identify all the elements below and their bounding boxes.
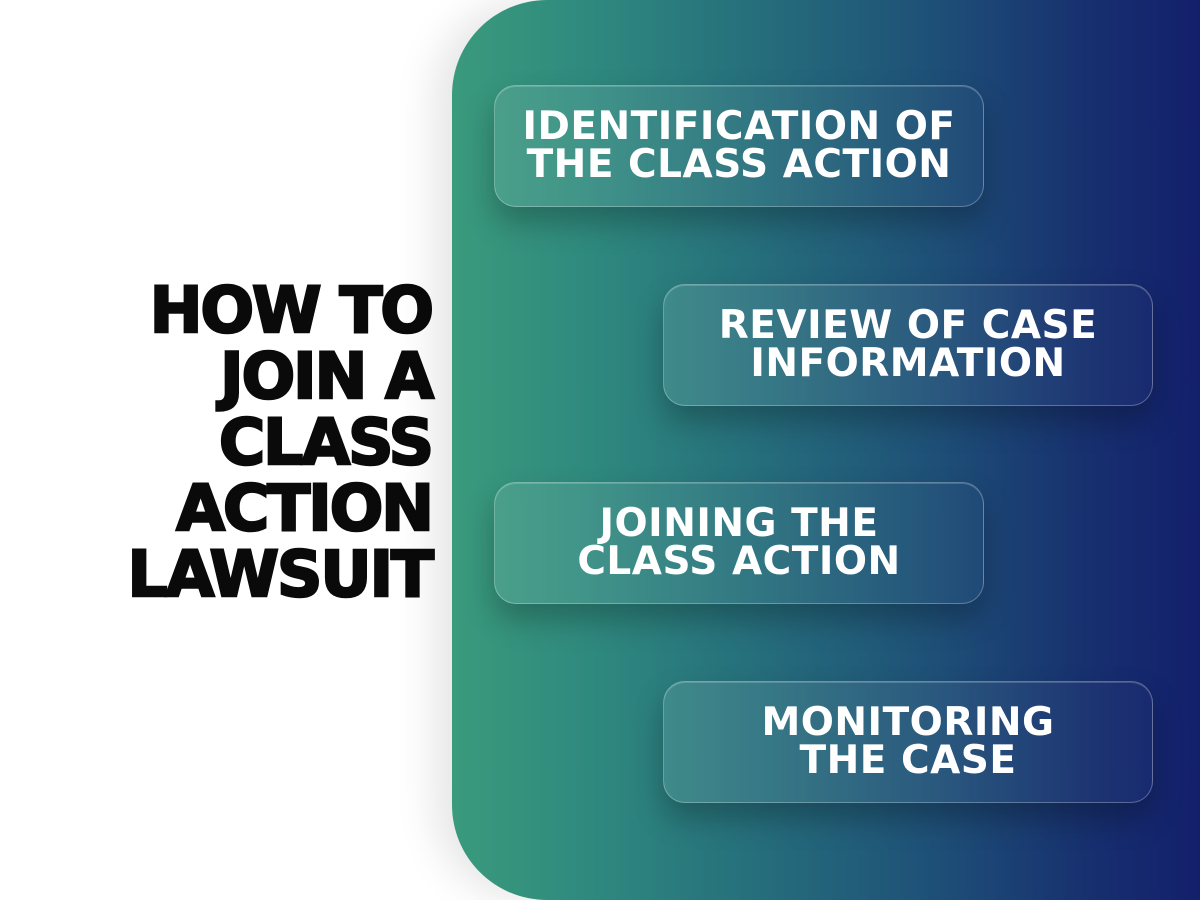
step-label-line: INFORMATION (750, 341, 1066, 386)
step-label: MONITORING THE CASE (761, 700, 1055, 783)
step-card-joining: JOINING THE CLASS ACTION (494, 482, 984, 604)
headline-line: CLASS (218, 406, 436, 479)
step-label: IDENTIFICATION OF THE CLASS ACTION (522, 104, 956, 187)
step-card-review: REVIEW OF CASE INFORMATION (663, 284, 1153, 406)
step-label-line: MONITORING (761, 700, 1055, 745)
step-label-line: REVIEW OF CASE (718, 303, 1098, 348)
step-label: JOINING THE CLASS ACTION (577, 501, 901, 584)
step-label-line: THE CASE (799, 738, 1017, 783)
headline-line: LAWSUIT (126, 538, 435, 611)
step-label-line: JOINING THE (599, 501, 879, 546)
headline-line: HOW TO (149, 274, 436, 347)
step-label: REVIEW OF CASE INFORMATION (718, 303, 1098, 386)
step-card-monitoring: MONITORING THE CASE (663, 681, 1153, 803)
headline-title: HOW TO JOIN A CLASS ACTION LAWSUIT (20, 274, 436, 611)
gradient-panel (452, 0, 1200, 900)
step-label-line: CLASS ACTION (577, 539, 901, 584)
headline-line: ACTION (175, 472, 435, 545)
step-card-identification: IDENTIFICATION OF THE CLASS ACTION (494, 85, 984, 207)
headline-line: JOIN A (219, 340, 435, 413)
step-label-line: THE CLASS ACTION (526, 142, 952, 187)
step-label-line: IDENTIFICATION OF (522, 104, 956, 149)
